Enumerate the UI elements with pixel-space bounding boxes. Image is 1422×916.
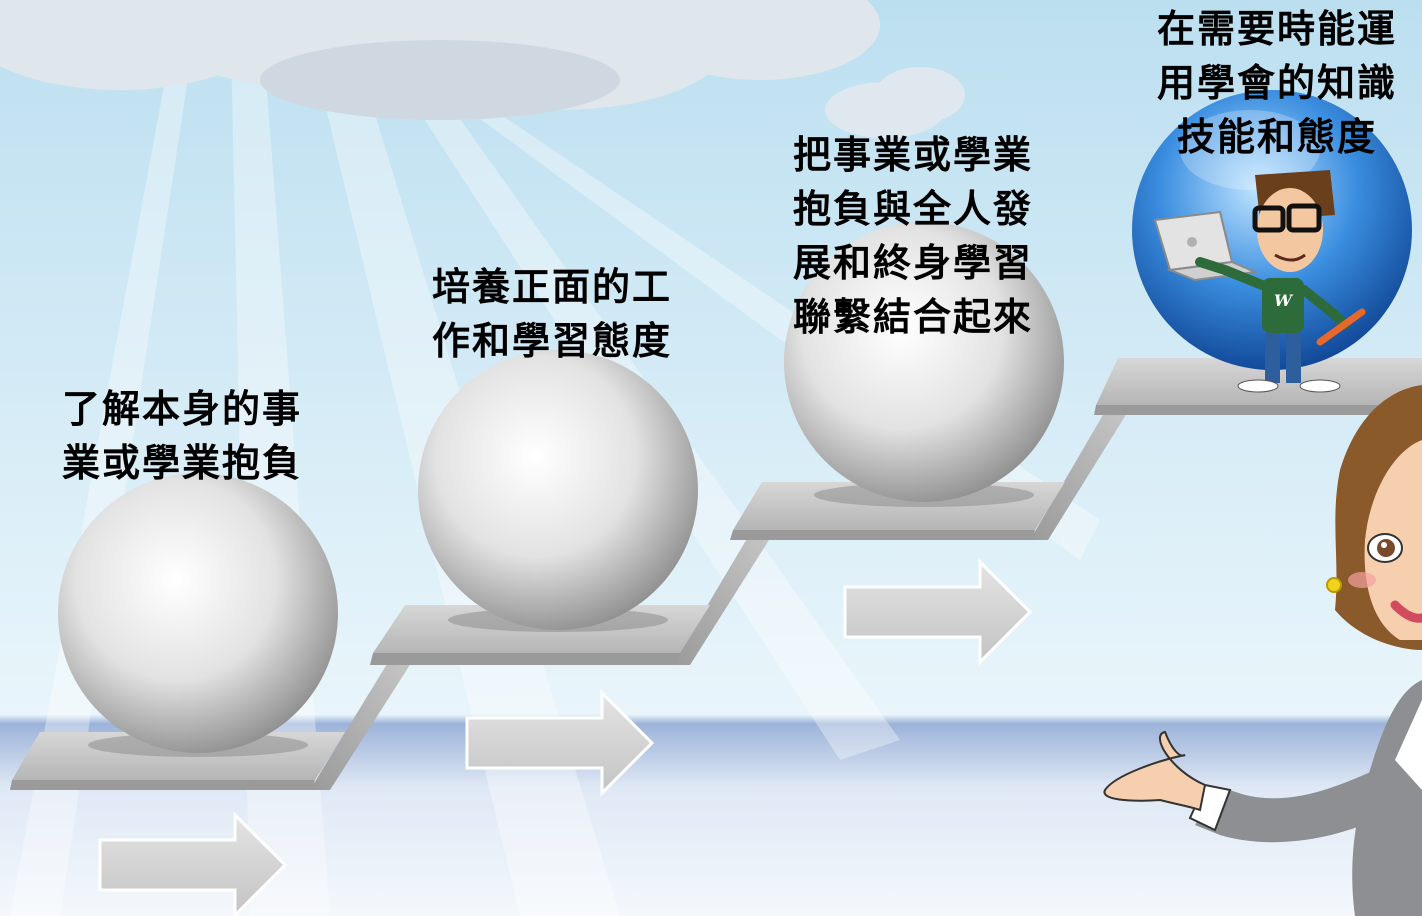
step-3-line-1: 把事業或學業 [793, 133, 1034, 177]
arrow-3 [843, 558, 1033, 666]
step-3-line-4: 聯繫結合起來 [793, 295, 1034, 339]
cloud-top [0, 0, 880, 120]
step-1-line-2: 業或學業抱負 [62, 441, 303, 485]
shirt-letter: W [1274, 291, 1294, 310]
step-1-label: 了解本身的事 業或學業抱負 [62, 382, 302, 490]
ball-2 [418, 350, 698, 630]
step-4-line-3: 技能和態度 [1176, 115, 1377, 159]
step-4-line-1: 在需要時能運 [1156, 7, 1397, 51]
cloud-small [825, 67, 965, 138]
step-2-label: 培養正面的工 作和學習態度 [432, 260, 672, 368]
step-2-line-1: 培養正面的工 [432, 265, 673, 309]
ball-3 [784, 222, 1064, 502]
arrow-2 [465, 689, 655, 797]
step-3-line-2: 抱負與全人發 [793, 187, 1034, 231]
arrow-1 [98, 811, 288, 916]
step-3-line-3: 展和終身學習 [793, 241, 1034, 285]
step-3-label: 把事業或學業 抱負與全人發 展和終身學習 聯繫結合起來 [793, 128, 1033, 344]
step-2-line-2: 作和學習態度 [432, 319, 673, 363]
man-with-laptop: W [1153, 170, 1366, 393]
pencil-icon [1316, 308, 1366, 346]
ball-1 [58, 473, 338, 753]
step-1-line-1: 了解本身的事 [62, 387, 303, 431]
step-4-line-2: 用學會的知識 [1156, 61, 1397, 105]
step-4-label: 在需要時能運 用學會的知識 技能和態度 [1148, 2, 1406, 164]
woman-presenter [1103, 385, 1422, 916]
